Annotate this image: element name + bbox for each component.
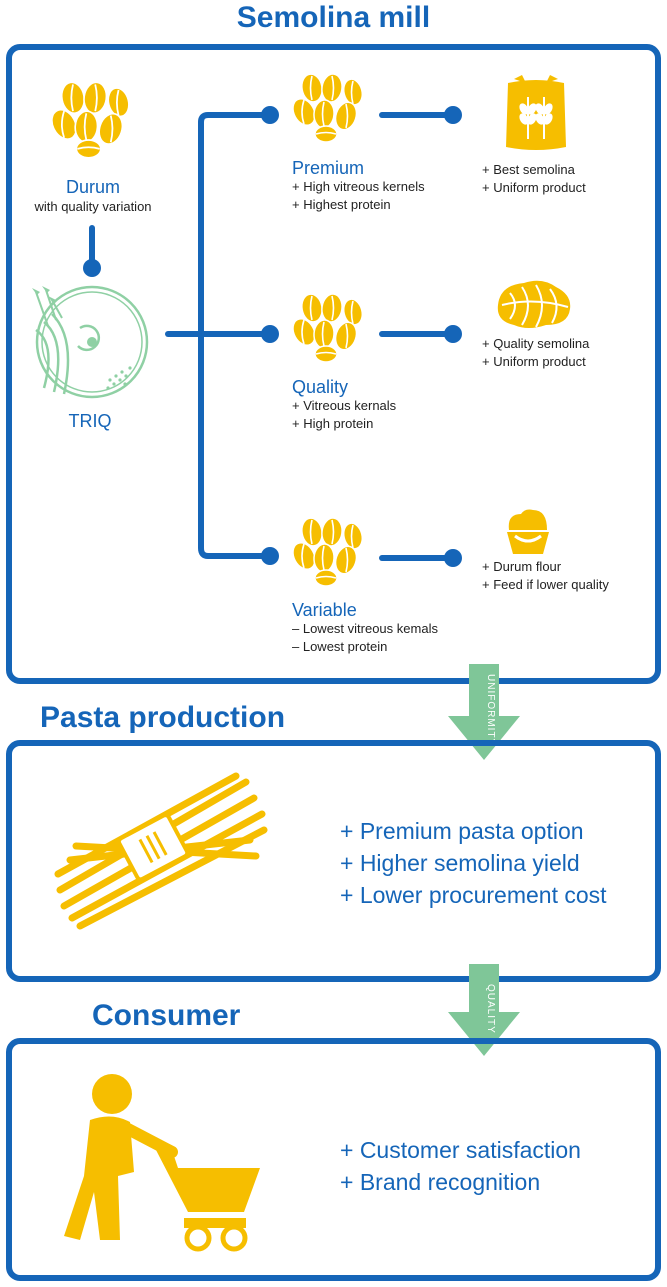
consumer-panel [6, 1038, 661, 1281]
quality-arrow: QUALITY [448, 964, 520, 1056]
pasta-benefit: + Higher semolina yield [340, 850, 580, 876]
durum-grain-icon [46, 79, 133, 159]
tier-variable-prop: – Lowest protein [292, 639, 388, 654]
pasta-production-title: Pasta production [40, 701, 286, 734]
tier-premium-name: Premium [292, 158, 365, 178]
consumer-benefit: + Brand recognition [340, 1169, 541, 1195]
pasta-benefit: + Lower procurement cost [340, 882, 607, 908]
durum-desc: with quality variation [34, 199, 152, 214]
mill-flow-connectors [83, 106, 462, 567]
uniformity-arrow-label: UNIFORMITY [485, 674, 496, 746]
quality-arrow-label: QUALITY [485, 984, 496, 1034]
pasta-bundle-icon [54, 772, 268, 930]
tier-premium-prop: + High vitreous kernels [292, 179, 425, 194]
tier-variable-name: Variable [292, 600, 357, 620]
quality-grain-icon [287, 291, 366, 363]
consumer-benefit: + Customer satisfaction [340, 1137, 581, 1163]
variable-grain-icon [287, 515, 366, 587]
consumer-title: Consumer [92, 999, 241, 1032]
tier-variable-prop: – Lowest vitreous kemals [292, 621, 438, 636]
pasta-benefit: + Premium pasta option [340, 818, 584, 844]
tier-quality-prop: + High protein [292, 416, 374, 431]
braided-bread-icon [497, 280, 571, 328]
tier-premium-outcome: + Uniform product [482, 180, 586, 195]
tier-variable-outcome: + Feed if lower quality [482, 577, 609, 592]
pasta-production-panel [6, 740, 661, 982]
triq-label: TRIQ [68, 411, 112, 431]
premium-grain-icon [287, 71, 366, 143]
muffin-icon [507, 509, 549, 554]
flour-sack-icon [506, 75, 566, 150]
tier-quality-outcome: + Quality semolina [482, 336, 590, 351]
tier-premium-outcome: + Best semolina [482, 162, 575, 177]
semolina-mill-title: Semolina mill [236, 1, 431, 34]
tier-quality-outcome: + Uniform product [482, 354, 586, 369]
tier-premium-prop: + Highest protein [292, 197, 391, 212]
tier-variable-outcome: + Durum flour [482, 559, 562, 574]
durum-label: Durum [65, 177, 120, 197]
tier-quality-name: Quality [292, 377, 349, 397]
semolina-mill-panel [6, 44, 661, 684]
triq-machine-icon [32, 285, 149, 399]
uniformity-arrow: UNIFORMITY [448, 664, 520, 760]
tier-quality-prop: + Vitreous kernals [292, 398, 397, 413]
shopper-with-cart-icon [64, 1074, 260, 1252]
